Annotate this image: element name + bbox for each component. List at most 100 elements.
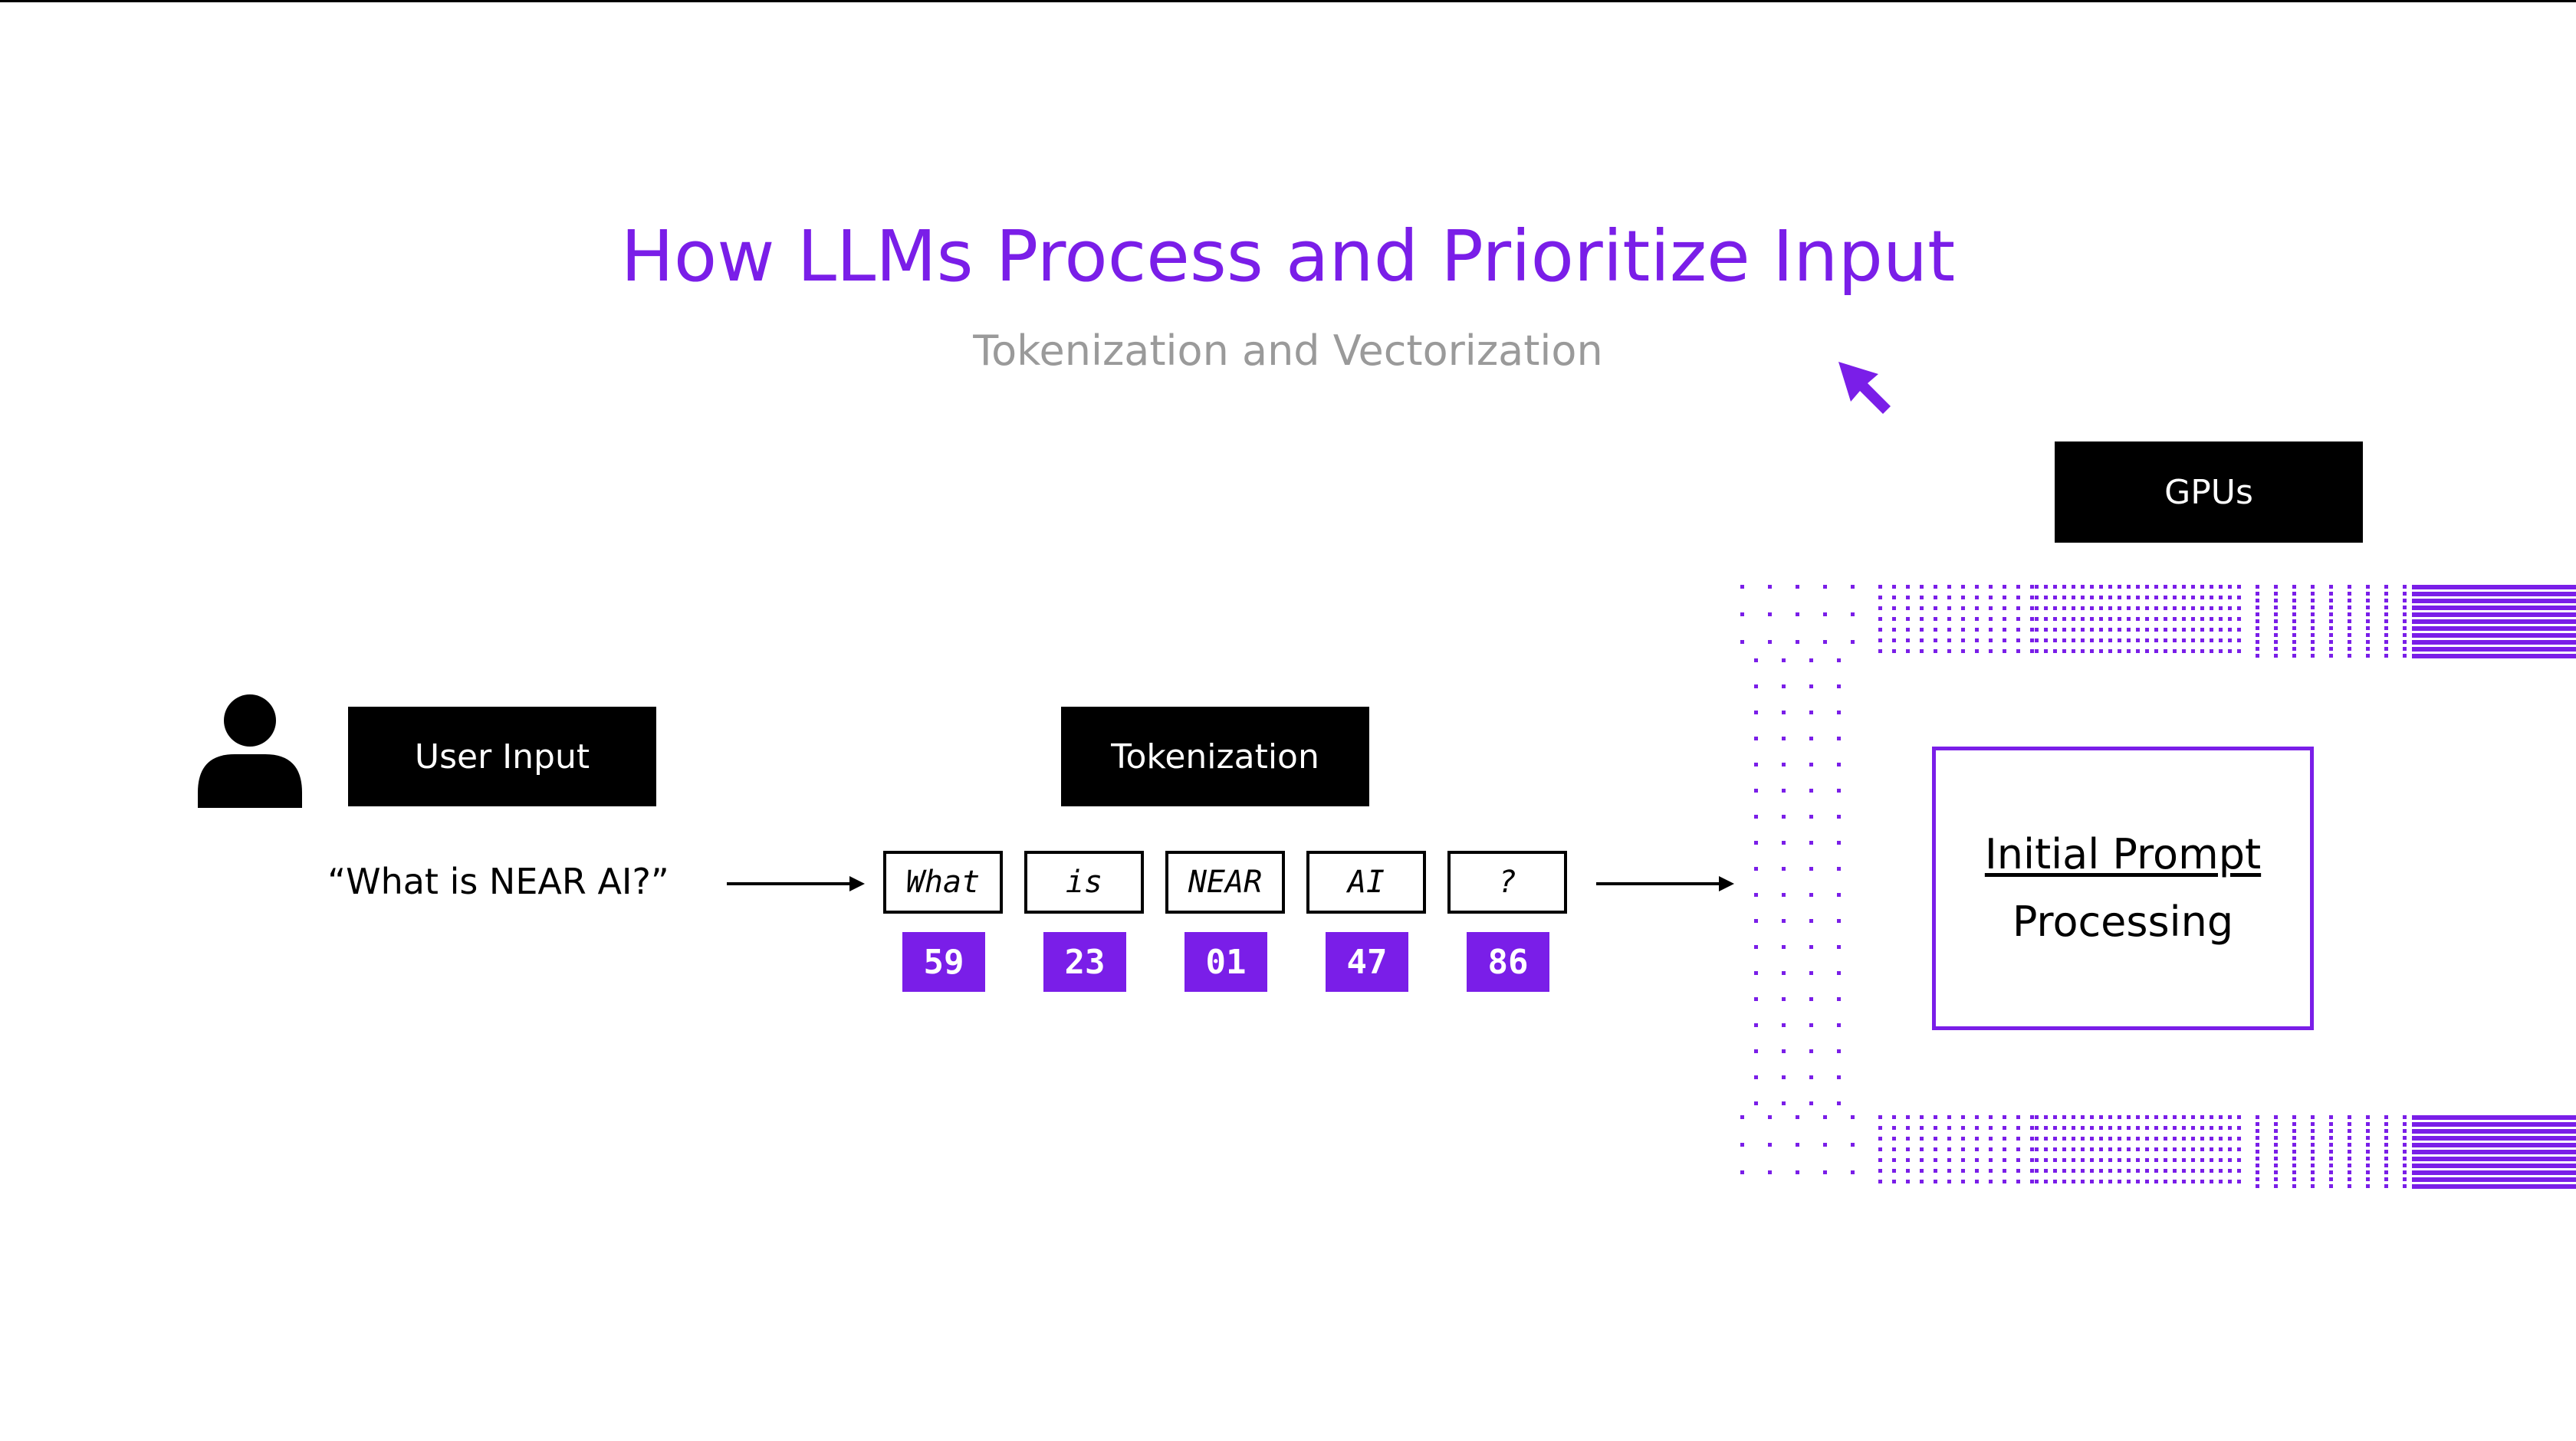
gpu-dot	[2504, 1164, 2509, 1168]
gpu-dot	[2430, 612, 2435, 617]
gpu-dot	[2426, 599, 2430, 603]
gpu-dot	[2256, 1164, 2259, 1167]
gpu-dot	[2173, 617, 2177, 621]
gpu-dot	[1782, 1023, 1786, 1027]
gpu-dot	[2444, 640, 2449, 645]
gpu-dot	[2030, 1115, 2034, 1119]
gpu-dot	[2154, 649, 2158, 653]
gpu-dot	[1934, 649, 1937, 653]
gpu-dot	[2559, 619, 2564, 624]
gpu-dot	[2145, 606, 2149, 610]
gpu-dot	[2081, 1137, 2085, 1141]
gpu-dot	[2430, 1184, 2435, 1189]
gpu-dot	[2164, 617, 2167, 621]
gpu-dot	[2440, 585, 2444, 589]
gpu-dot	[2348, 654, 2351, 658]
gpu-dot	[1892, 1115, 1896, 1119]
gpu-dot	[2573, 1136, 2576, 1141]
gpu-dot	[2499, 1177, 2504, 1182]
gpu-dot	[1961, 1115, 1965, 1119]
gpu-dot	[2030, 1126, 2034, 1130]
gpu-dot	[1961, 1180, 1965, 1183]
gpu-dot	[1878, 1137, 1882, 1141]
gpu-dot	[2463, 1136, 2467, 1141]
gpu-dot	[1740, 585, 1744, 589]
gpu-dot	[2384, 1164, 2388, 1167]
gpu-dot	[2550, 585, 2555, 589]
gpu-dot	[2444, 606, 2449, 610]
gpu-dot	[2430, 626, 2435, 631]
gpu-dot	[2219, 596, 2223, 599]
gpu-dot	[2219, 638, 2223, 642]
gpu-dot	[2559, 1129, 2564, 1134]
gpu-dot	[2274, 619, 2278, 623]
gpu-dot	[2486, 1164, 2490, 1168]
gpu-dot	[2035, 1169, 2039, 1173]
gpu-dot	[1823, 1115, 1827, 1119]
gpu-dot	[2476, 606, 2481, 610]
gpu-dot	[2062, 585, 2066, 589]
gpu-dot	[2518, 599, 2522, 603]
gpu-dot	[2210, 1180, 2213, 1183]
gpu-dot	[2453, 626, 2458, 631]
gpu-dot	[2256, 592, 2259, 596]
gpu-dot	[2467, 1157, 2472, 1161]
gpu-dot	[2430, 585, 2435, 589]
gpu-dot	[2555, 612, 2559, 617]
gpu-dot	[2435, 626, 2440, 631]
gpu-dot	[2237, 1158, 2241, 1162]
gpu-dot	[2568, 654, 2573, 658]
gpu-dot	[2421, 1136, 2426, 1141]
gpu-dot	[2527, 1164, 2532, 1168]
gpu-dot	[2348, 647, 2351, 651]
gpu-dot	[1768, 585, 1772, 589]
gpu-dot	[2311, 612, 2315, 616]
gpu-dot	[2550, 1115, 2555, 1120]
gpu-dot	[2426, 626, 2430, 631]
token-box: What	[883, 851, 1003, 914]
gpu-dot	[2127, 596, 2131, 599]
gpu-dot	[2348, 1129, 2351, 1133]
gpu-dot	[2463, 1164, 2467, 1168]
gpu-dot	[1934, 1158, 1937, 1162]
gpu-dot	[1947, 1115, 1951, 1119]
tokenization-label: Tokenization	[1061, 707, 1369, 806]
gpu-dot	[2499, 585, 2504, 589]
gpu-dot	[2444, 1122, 2449, 1127]
gpu-dot	[2292, 1157, 2296, 1160]
gpu-dot	[2384, 654, 2388, 658]
gpu-dot	[2541, 599, 2545, 603]
gpu-dot	[1920, 596, 1924, 599]
gpu-dot	[2154, 617, 2158, 621]
gpu-dot	[2486, 1122, 2490, 1127]
gpu-dot	[2463, 1143, 2467, 1147]
gpu-dot	[2145, 1137, 2149, 1141]
gpu-dot	[2481, 619, 2486, 624]
gpu-dot	[2504, 1136, 2509, 1141]
gpu-dot	[2292, 1122, 2296, 1126]
gpu-dot	[2329, 1115, 2333, 1119]
gpu-dot	[1809, 737, 1813, 740]
gpu-dot	[2228, 606, 2232, 610]
gpu-dot	[2219, 1158, 2223, 1162]
gpu-dot	[1934, 617, 1937, 621]
gpu-dot	[2458, 1136, 2463, 1141]
gpu-dot	[2435, 1143, 2440, 1147]
gpu-dot	[1823, 1143, 1827, 1147]
gpu-dot	[1934, 1147, 1937, 1151]
gpu-dot	[2435, 612, 2440, 617]
gpu-dot	[2412, 1115, 2417, 1120]
gpu-dot	[1906, 1180, 1910, 1183]
gpu-dot	[2532, 1184, 2536, 1189]
gpu-dot	[2099, 638, 2103, 642]
gpu-dot	[2490, 619, 2495, 624]
gpu-dot	[2348, 626, 2351, 630]
gpu-dot	[2237, 1137, 2241, 1141]
gpu-dot	[2472, 1129, 2476, 1134]
gpu-dot	[2486, 612, 2490, 617]
gpu-dot	[2490, 1164, 2495, 1168]
gpu-dot	[1989, 1147, 1993, 1151]
gpu-dot	[2467, 1164, 2472, 1168]
gpu-dot	[2421, 647, 2426, 652]
gpu-dot	[2440, 654, 2444, 658]
